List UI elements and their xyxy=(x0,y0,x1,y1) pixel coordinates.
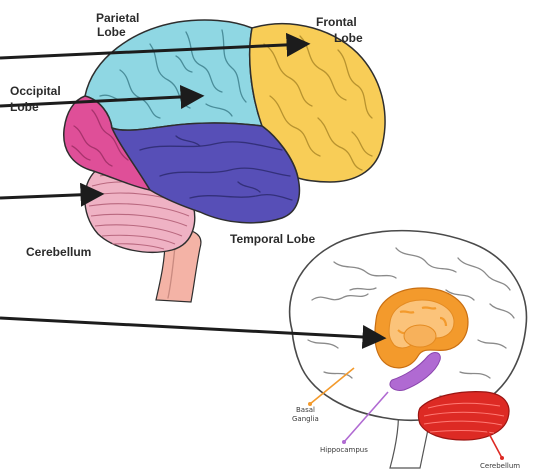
frontal-label-line2: Lobe xyxy=(334,31,363,45)
cerebellum-label: Cerebellum xyxy=(26,245,91,259)
parietal-label-line2: Lobe xyxy=(97,25,126,39)
temporal-lobe-label: Temporal Lobe xyxy=(230,232,315,246)
inset-brain xyxy=(290,231,527,468)
frontal-label-line1: Frontal xyxy=(316,15,357,29)
hippocampus-label: Hippocampus xyxy=(320,446,368,454)
inset-cerebellum-label: Cerebellum xyxy=(480,462,520,470)
basal-ganglia-label-line2: Ganglia xyxy=(292,415,319,423)
inset-cerebellum-leader-dot xyxy=(500,456,504,460)
occipital-label-line1: Occipital xyxy=(10,84,61,98)
parietal-label-line1: Parietal xyxy=(96,11,139,25)
hippocampus-leader-dot xyxy=(342,440,346,444)
occipital-label-line2: Lobe xyxy=(10,100,39,114)
basal-ganglia-label-line1: Basal xyxy=(296,406,315,414)
